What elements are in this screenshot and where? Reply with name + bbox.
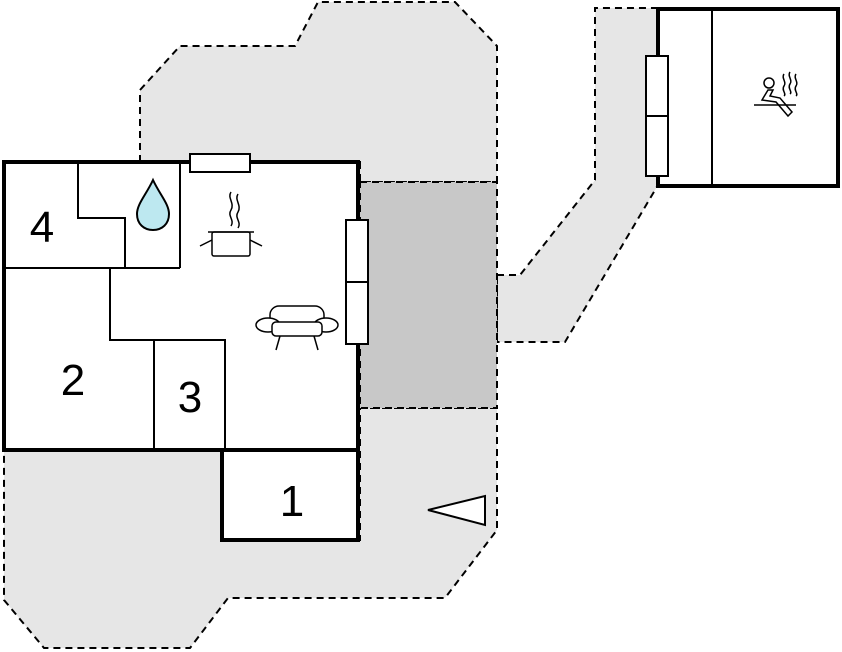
window-sauna	[645, 55, 669, 177]
window-right	[345, 219, 369, 345]
outdoor-area	[3, 0, 659, 649]
cooking-pot-icon	[199, 191, 263, 257]
water-drop-icon	[135, 177, 171, 232]
sauna-building	[645, 7, 840, 188]
sofa-icon	[255, 305, 339, 351]
entrance-arrow-icon	[427, 494, 486, 527]
sauna-icon	[754, 71, 798, 118]
room-label-2: 2	[61, 356, 85, 405]
room-label-1: 1	[280, 477, 304, 526]
room-label-4: 4	[30, 203, 54, 252]
room-label-3: 3	[178, 373, 202, 422]
main-house	[2, 153, 369, 542]
terrace	[359, 181, 498, 409]
window-top	[189, 153, 251, 173]
